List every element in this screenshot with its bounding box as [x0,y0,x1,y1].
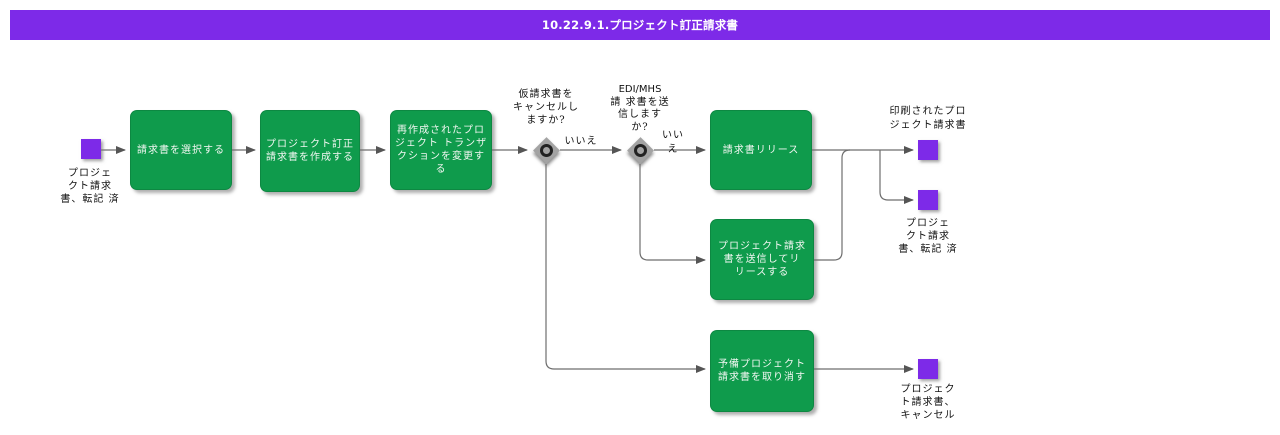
decision1-no-label: いいえ [564,136,598,147]
start-event-label: プロジェ クト請求 書、転記 済 [60,168,120,205]
task-create-correction-invoice[interactable]: プロジェクト訂正 請求書を作成する [260,110,360,192]
page-title: 10.22.9.1.プロジェクト訂正請求書 [541,18,739,32]
connector-decision2-yes-to-send-release [639,164,706,264]
end-event-posted-invoice [918,190,938,210]
end-event-printed-label: 印刷されたプロ ジェクト請求書 [889,106,967,131]
task-modify-recreated-transactions[interactable]: 再作成されたプロ ジェクト トランザ クションを変更す る [390,110,492,190]
end-event-printed-invoice [918,140,938,160]
decision2-question-label: EDI/MHS 請 求書を送 信します か? [610,84,670,133]
gateway-circle-icon [634,144,647,157]
task-select-invoice[interactable]: 請求書を選択する [130,110,232,190]
gateway-circle-icon [540,144,553,157]
decision-send-edi-mhs-invoice [627,137,654,164]
connector-decision1-yes-to-cancel-preliminary [545,164,706,373]
title-bar: 10.22.9.1.プロジェクト訂正請求書 [10,10,1270,40]
end-event-posted-label: プロジェ クト請求 書、転記 済 [898,218,958,255]
task-release-invoice[interactable]: 請求書リリース [710,110,812,190]
connector-send-release-merge [812,149,851,261]
decision-cancel-proforma-invoice [533,137,560,164]
start-event-posted-invoice [81,139,101,159]
end-event-cancelled-invoice [918,359,938,379]
task-cancel-preliminary-invoice[interactable]: 予備プロジェクト 請求書を取り消す [710,330,814,412]
end-event-cancelled-label: プロジェク ト請求書、 キャンセル [900,384,956,421]
decision1-question-label: 仮請求書を キャンセルし ますか? [513,89,579,126]
task-send-and-release-invoice[interactable]: プロジェクト請求 書を送信してリ リースする [710,219,814,300]
connector-branch-to-posted [879,150,914,204]
decision2-no-label: いい え [662,130,684,155]
